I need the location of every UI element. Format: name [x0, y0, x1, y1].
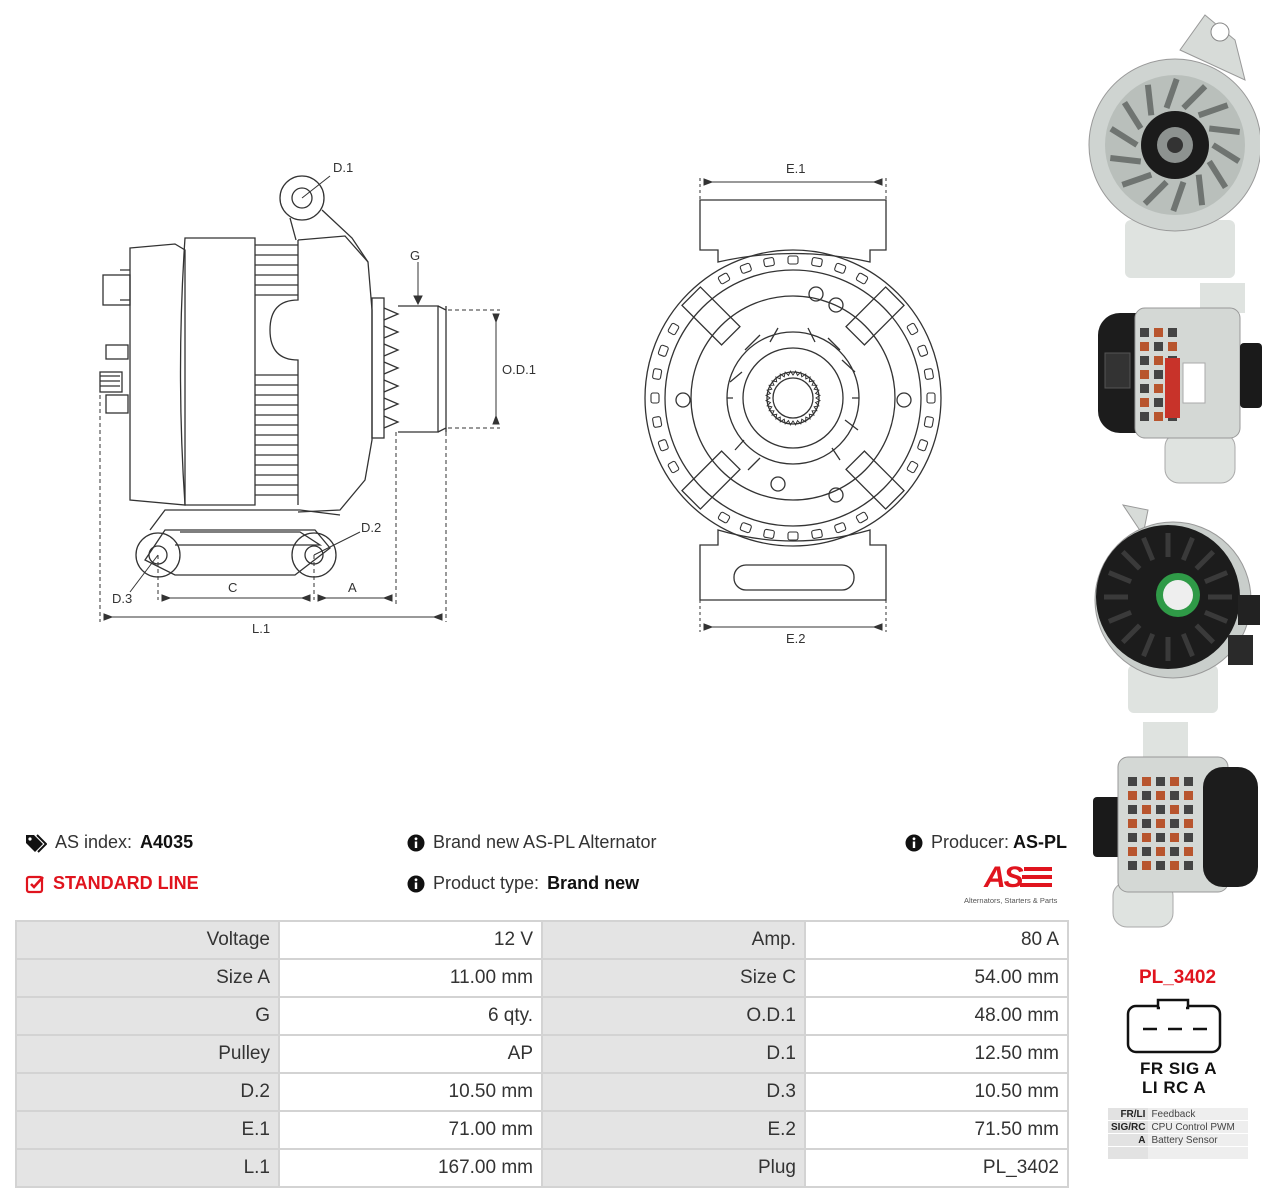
tags-icon — [26, 833, 47, 853]
label-l1: L.1 — [252, 621, 270, 636]
spec-value: 167.00 mm — [278, 1148, 543, 1188]
spec-value: 10.50 mm — [804, 1072, 1069, 1112]
logo-tagline: Alternators, Starters & Parts — [964, 896, 1058, 905]
label-g: G — [410, 248, 420, 263]
standard-line-label: STANDARD LINE — [53, 873, 199, 893]
spec-key: Size A — [15, 958, 280, 998]
label-d3: D.3 — [112, 591, 132, 606]
legend-desc: Battery Sensor — [1148, 1133, 1248, 1147]
spec-value: 12 V — [278, 920, 543, 960]
pins-bottom: LI RC A — [1142, 1078, 1207, 1097]
legend-key: A — [1108, 1133, 1149, 1147]
producer-value: AS-PL — [1013, 832, 1068, 852]
standard-line: STANDARD LINE — [25, 873, 199, 894]
producer: Producer: AS-PL — [905, 832, 1067, 853]
label-d2: D.2 — [361, 520, 381, 535]
spec-value: 11.00 mm — [278, 958, 543, 998]
product-type-value: Brand new — [547, 873, 640, 893]
info-circle-icon — [407, 875, 425, 892]
legend-key: SIG/RC — [1108, 1120, 1149, 1134]
as-index-value: A4035 — [140, 832, 194, 852]
spec-value: 71.50 mm — [804, 1110, 1069, 1150]
spec-key: O.D.1 — [541, 996, 806, 1036]
spec-key: G — [15, 996, 280, 1036]
spec-value: 6 qty. — [278, 996, 543, 1036]
alternator-photo-rear — [1094, 504, 1260, 713]
label-e1: E.1 — [786, 161, 806, 176]
spec-key: Pulley — [15, 1034, 280, 1074]
spec-key: Amp. — [541, 920, 806, 960]
label-d1: D.1 — [333, 160, 353, 175]
brand-text: Brand new AS-PL Alternator — [433, 832, 657, 852]
spec-key: D.2 — [15, 1072, 280, 1112]
legend-key — [1108, 1146, 1149, 1160]
as-index-label: AS index: — [55, 832, 133, 852]
product-type-label: Product type: — [433, 873, 540, 893]
check-square-icon — [25, 875, 44, 893]
label-od1: O.D.1 — [502, 362, 536, 377]
connector-diagram — [1126, 998, 1222, 1054]
legend-row — [1108, 1146, 1248, 1160]
spec-value: PL_3402 — [804, 1148, 1069, 1188]
as-index: AS index: A4035 — [25, 832, 193, 853]
legend-desc: CPU Control PWM — [1148, 1120, 1248, 1134]
spec-value: 80 A — [804, 920, 1069, 960]
plug-title: PL_3402 — [1138, 967, 1217, 988]
legend-key: FR/LI — [1108, 1108, 1149, 1121]
spec-value: 71.00 mm — [278, 1110, 543, 1150]
front-view-drawing: E.1 E.2 — [644, 161, 942, 646]
info-circle-icon — [905, 834, 923, 851]
side-view-drawing: D.1 G O.D.1 D.2 D.3 C A L.1 — [99, 160, 536, 636]
spec-value: 10.50 mm — [278, 1072, 543, 1112]
spec-value: 48.00 mm — [804, 996, 1069, 1036]
legend-desc: Feedback — [1148, 1108, 1248, 1121]
alternator-photo-side-bottom — [1093, 722, 1258, 928]
spec-key: D.1 — [541, 1034, 806, 1074]
spec-key: D.3 — [541, 1072, 806, 1112]
product-type: Product type: Brand new — [407, 873, 639, 894]
brand-info: Brand new AS-PL Alternator — [407, 832, 656, 853]
info-circle-icon — [407, 834, 425, 851]
pins-top: FR SIG A — [1140, 1059, 1218, 1078]
spec-key: L.1 — [15, 1148, 280, 1188]
label-a: A — [348, 580, 357, 595]
spec-value: 12.50 mm — [804, 1034, 1069, 1074]
producer-label: Producer: — [931, 832, 1010, 852]
spec-key: E.2 — [541, 1110, 806, 1150]
spec-key: Plug — [541, 1148, 806, 1188]
as-pl-logo: AS Alternators, Starters & Parts — [962, 862, 1068, 908]
legend-desc — [1148, 1146, 1248, 1160]
spec-key: Voltage — [15, 920, 280, 960]
label-e2: E.2 — [786, 631, 806, 646]
spec-value: AP — [278, 1034, 543, 1074]
alternator-photo-side-top — [1098, 283, 1262, 484]
spec-key: Size C — [541, 958, 806, 998]
spec-key: E.1 — [15, 1110, 280, 1150]
spec-value: 54.00 mm — [804, 958, 1069, 998]
label-c: C — [228, 580, 237, 595]
logo-text: AS — [984, 861, 1024, 894]
alternator-photo-front — [1088, 14, 1260, 278]
